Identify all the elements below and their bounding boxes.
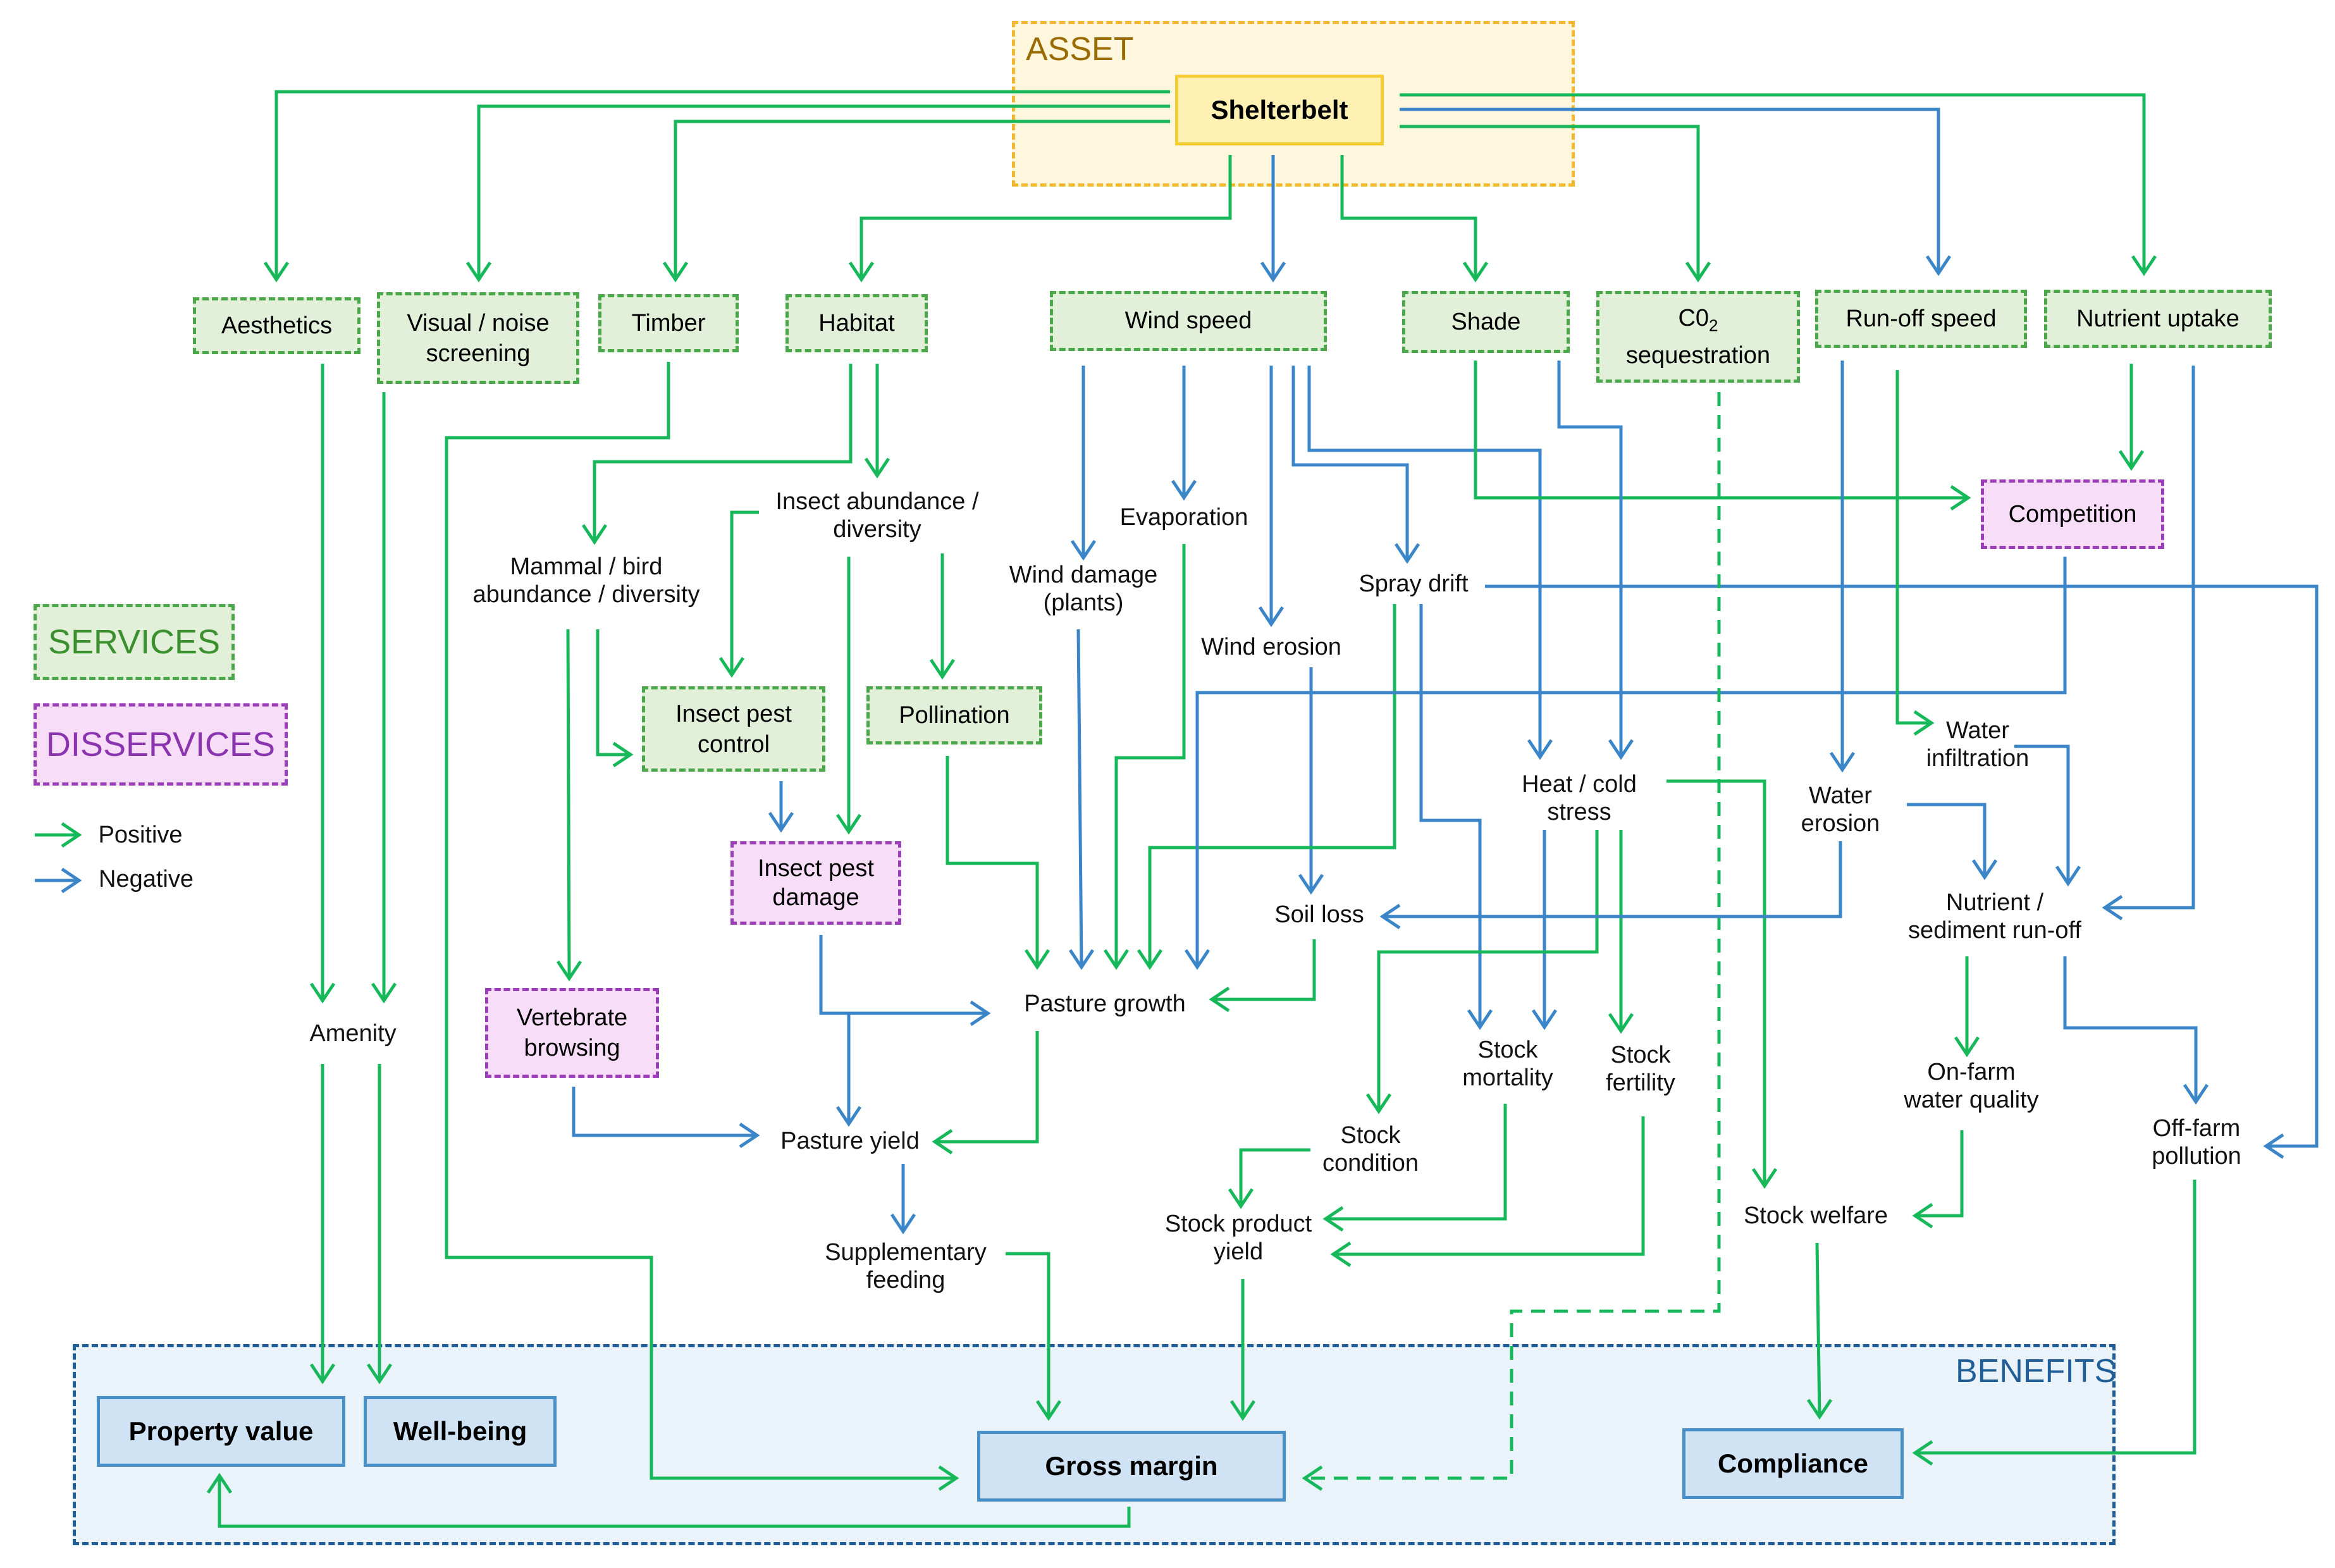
arrow-insect-pestdamage	[835, 557, 862, 835]
insect-pest-damage-node: Insect pest damage	[730, 841, 901, 925]
vertebrate-browsing-node: Vertebrate browsing	[485, 988, 659, 1078]
heat-cold-stress-node: Heat / cold stress	[1522, 771, 1637, 825]
supplementary-feeding-node: Supplementary feeding	[825, 1239, 987, 1293]
property-value-node: Property value	[97, 1396, 345, 1467]
arrow-pestdamage-pastureyield	[835, 1013, 862, 1127]
visual-noise-screening-node: Visual / noise screening	[377, 292, 579, 384]
stock-fertility-node: Stock fertility	[1606, 1042, 1675, 1096]
arrow-winddamage-pasturegrowth	[1068, 629, 1095, 970]
water-erosion-node: Water erosion	[1801, 782, 1880, 837]
stock-welfare-node: Stock welfare	[1743, 1202, 1888, 1229]
wind-speed-node: Wind speed	[1050, 291, 1327, 351]
arrow-condition-productyield	[1228, 1148, 1310, 1209]
arrow-pollination-pasturegrowth	[946, 756, 1050, 970]
nutrient-sediment-node: Nutrient / sediment run-off	[1908, 889, 2081, 944]
arrow-windspeed-winddamage	[1070, 366, 1097, 561]
stock-mortality-node: Stock mortality	[1462, 1037, 1553, 1091]
arrow-sediment-offfarm	[2063, 956, 2209, 1105]
insect-abundance-node: Insect abundance / diversity	[775, 488, 979, 543]
arrow-winderosion-soilloss	[1298, 667, 1324, 895]
wind-erosion-node: Wind erosion	[1201, 634, 1341, 660]
wind-damage-node: Wind damage (plants)	[1009, 562, 1158, 616]
arrow-nutrient-sediment	[2102, 366, 2195, 921]
stock-product-yield-node: Stock product yield	[1164, 1211, 1312, 1265]
arrow-mammal-vertebrate	[556, 629, 582, 982]
offfarm-pollution-node: Off-farm pollution	[2152, 1115, 2241, 1170]
compliance-node: Compliance	[1682, 1428, 1904, 1499]
arrow-onfarm-stockwelfare	[1912, 1130, 1964, 1229]
arrow-windspeed-evaporation	[1171, 366, 1197, 501]
arrow-shade-competition	[1474, 361, 1971, 511]
amenity-node: Amenity	[309, 1020, 397, 1047]
arrow-pastureyield-feeding	[890, 1164, 916, 1235]
legend-negative-arrow	[35, 867, 82, 894]
arrow-runoff-infiltration	[1895, 370, 1935, 736]
arrow-habitat-insect	[864, 364, 890, 479]
aesthetics-node: Aesthetics	[193, 297, 360, 354]
competition-node: Competition	[1981, 479, 2164, 549]
arrow-mammal-pestcontrol	[596, 629, 634, 768]
legend-services-label: SERVICES	[47, 623, 221, 661]
spray-drift-node: Spray drift	[1358, 571, 1469, 597]
water-infiltration-node: Water infiltration	[1926, 717, 2030, 772]
shelterbelt-node: Shelterbelt	[1175, 75, 1384, 145]
arrow-insect-pestcontrol	[718, 510, 759, 678]
arrow-shade-heatcold	[1557, 361, 1634, 760]
arrow-insect-pollination	[929, 553, 956, 680]
arrow-visual-amenity	[371, 392, 397, 1004]
arrow-windspeed-spraydrift	[1291, 366, 1420, 564]
arrow-amenity-property	[309, 1064, 336, 1385]
co2-sequestration-node: C02 sequestration	[1596, 291, 1800, 383]
stock-condition-node: Stock condition	[1322, 1122, 1419, 1176]
gross-margin-node: Gross margin	[977, 1431, 1286, 1502]
arrow-nutrient-competition	[2118, 364, 2145, 471]
legend-positive-arrow	[35, 822, 82, 848]
legend-negative-label: Negative	[99, 866, 194, 892]
arrow-co2-grossmargin	[1306, 392, 1721, 1480]
asset-region-title: ASSET	[1026, 31, 1134, 68]
arrow-watererosion-soilloss	[1379, 841, 1842, 930]
arrow-pestcontrol-pestdamage	[768, 781, 794, 833]
legend-services: SERVICES	[34, 604, 235, 680]
legend-disservices: DISSERVICES	[34, 703, 288, 786]
pasture-yield-node: Pasture yield	[780, 1128, 920, 1154]
arrow-heatcold-fertility	[1608, 830, 1634, 1034]
arrow-aesthetics-amenity	[309, 364, 336, 1004]
arrow-pasturegrowth-pastureyield	[932, 1031, 1039, 1155]
arrow-sediment-onfarm	[1954, 956, 1980, 1058]
arrow-runoff-watererosion	[1829, 361, 1856, 773]
legend-positive-label: Positive	[98, 822, 183, 848]
arrow-heatcold-mortality	[1531, 830, 1558, 1030]
pasture-growth-node: Pasture growth	[1024, 991, 1186, 1017]
soil-loss-node: Soil loss	[1274, 901, 1364, 928]
mammal-bird-node: Mammal / bird abundance / diversity	[472, 553, 700, 608]
arrow-windspeed-winderosion	[1258, 366, 1285, 627]
arrow-windspeed-heatcold	[1307, 366, 1553, 760]
shade-node: Shade	[1402, 291, 1570, 353]
legend-disservices-label: DISSERVICES	[46, 725, 276, 763]
arrow-amenity-wellbeing	[366, 1064, 393, 1385]
arrow-vertebrate-pastureyield	[572, 1087, 760, 1149]
arrow-spraydrift-mortality	[1419, 604, 1493, 1030]
arrow-watererosion-sediment	[1907, 803, 1998, 880]
habitat-node: Habitat	[786, 294, 928, 352]
runoff-speed-node: Run-off speed	[1815, 290, 2027, 348]
well-being-node: Well-being	[364, 1396, 557, 1467]
evaporation-node: Evaporation	[1119, 504, 1248, 531]
insect-pest-control-node: Insect pest control	[642, 686, 825, 772]
arrow-heatcold-stockwelfare	[1667, 779, 1778, 1189]
benefits-region-title: BENEFITS	[1956, 1353, 2117, 1390]
nutrient-uptake-node: Nutrient uptake	[2044, 290, 2272, 348]
arrow-pestdamage-pasturegrowth	[819, 935, 991, 1027]
arrow-soilloss-pasturegrowth	[1209, 939, 1316, 1013]
onfarm-water-quality-node: On-farm water quality	[1904, 1059, 2039, 1113]
timber-node: Timber	[598, 294, 739, 352]
pollination-node: Pollination	[866, 686, 1042, 744]
